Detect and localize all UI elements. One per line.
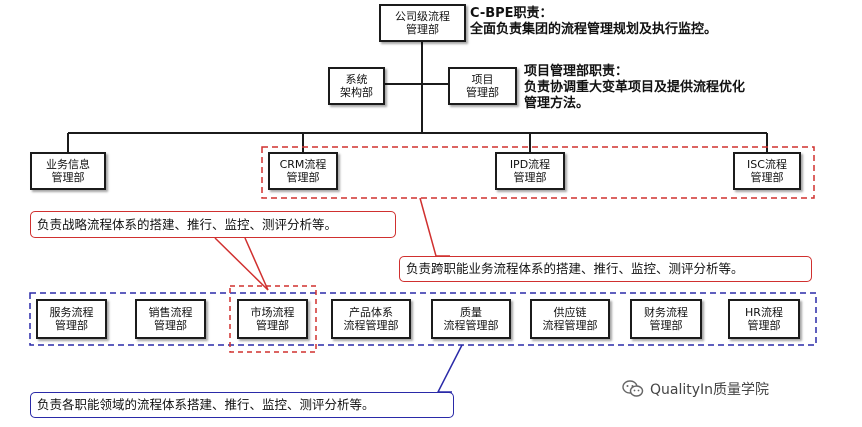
watermark: QualityIn质量学院 (622, 378, 769, 400)
finance-process-dept: 财务流程 管理部 (630, 299, 702, 339)
cross-function-callout-text: 负责跨职能业务流程体系的搭建、推行、监控、测评分析等。 (406, 261, 744, 276)
finance-process-dept-label: 财务流程 管理部 (644, 306, 688, 332)
watermark-text: QualityIn质量学院 (650, 382, 770, 398)
product-process-dept-label: 产品体系 流程管理部 (343, 306, 399, 332)
functional-callout-text: 负责各职能领域的流程体系搭建、推行、监控、测评分析等。 (37, 397, 375, 412)
isc-process-dept-label: ISC流程 管理部 (747, 158, 787, 184)
service-process-dept: 服务流程 管理部 (36, 299, 107, 339)
cross-pointer (419, 197, 450, 257)
product-process-dept: 产品体系 流程管理部 (331, 299, 411, 339)
supply-chain-process-dept: 供应链 流程管理部 (530, 299, 610, 339)
project-duty-note: 项目管理部职责： 负责协调重大变革项目及提供流程优化 管理方法。 (524, 64, 746, 111)
functional-callout: 负责各职能领域的流程体系搭建、推行、监控、测评分析等。 (30, 392, 454, 418)
strategy-pointer (214, 237, 269, 291)
corporate-process-dept-label: 公司级流程 管理部 (395, 10, 450, 36)
cross-function-callout: 负责跨职能业务流程体系的搭建、推行、监控、测评分析等。 (399, 256, 812, 282)
hr-process-dept-label: HR流程 管理部 (745, 306, 783, 332)
cross-function-group (261, 146, 815, 199)
isc-process-dept: ISC流程 管理部 (733, 152, 801, 190)
functional-pointer (436, 344, 463, 393)
business-info-dept: 业务信息 管理部 (30, 152, 106, 190)
crm-process-dept: CRM流程 管理部 (268, 152, 338, 190)
business-info-dept-label: 业务信息 管理部 (46, 158, 90, 184)
wechat-icon (622, 380, 644, 397)
service-process-dept-label: 服务流程 管理部 (49, 306, 94, 332)
market-process-dept-label: 市场流程 管理部 (250, 306, 295, 332)
strategy-callout-text: 负责战略流程体系的搭建、推行、监控、测评分析等。 (37, 216, 338, 232)
cbpe-duty-note: C-BPE职责： 全面负责集团的流程管理规划及执行监控。 (470, 6, 718, 37)
hr-process-dept: HR流程 管理部 (728, 299, 800, 339)
ipd-process-dept: IPD流程 管理部 (495, 152, 565, 190)
system-architecture-dept-label: 系统 架构部 (340, 73, 373, 99)
sales-process-dept: 销售流程 管理部 (135, 299, 206, 339)
ipd-process-dept-label: IPD流程 管理部 (509, 158, 551, 184)
functional-group (29, 292, 817, 346)
project-management-dept: 项目 管理部 (448, 67, 517, 105)
project-management-dept-label: 项目 管理部 (466, 73, 499, 99)
strategy-callout: 负责战略流程体系的搭建、推行、监控、测评分析等。 (30, 211, 396, 238)
system-architecture-dept: 系统 架构部 (328, 67, 385, 105)
corporate-process-dept: 公司级流程 管理部 (379, 4, 466, 42)
quality-process-dept-label: 质量 流程管理部 (443, 306, 499, 332)
crm-process-dept-label: CRM流程 管理部 (279, 158, 327, 184)
supply-chain-process-dept-label: 供应链 流程管理部 (542, 306, 598, 332)
market-highlight (229, 285, 317, 353)
market-process-dept: 市场流程 管理部 (237, 299, 308, 339)
quality-process-dept: 质量 流程管理部 (431, 299, 511, 339)
sales-process-dept-label: 销售流程 管理部 (148, 306, 193, 332)
